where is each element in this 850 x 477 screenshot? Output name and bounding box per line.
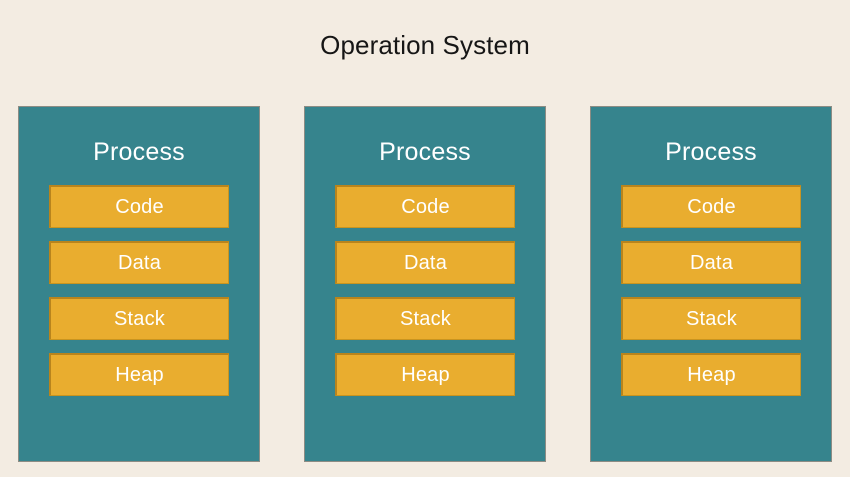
segment-stack-2: Stack — [335, 297, 515, 340]
segment-label: Code — [115, 196, 164, 218]
process-box-3: Process Code Data Stack Heap — [590, 106, 832, 462]
segment-list-2: Code Data Stack Heap — [305, 185, 545, 396]
segment-label: Data — [403, 252, 448, 274]
segment-code-2: Code — [335, 185, 515, 228]
process-box-1: Process Code Data Stack Heap — [18, 106, 260, 462]
process-title-3: Process — [665, 138, 757, 166]
segment-heap-2: Heap — [335, 353, 515, 396]
segment-label: Heap — [687, 364, 736, 386]
segment-label: Heap — [115, 364, 164, 386]
segment-heap-3: Heap — [621, 353, 801, 396]
segment-label: Code — [687, 196, 736, 218]
segment-heap-1: Heap — [49, 353, 229, 396]
process-title-2: Process — [379, 138, 471, 166]
segment-data-2: Data — [335, 241, 515, 284]
page-title: Operation System — [320, 30, 530, 60]
segment-label: Stack — [399, 308, 452, 330]
segment-data-1: Data — [49, 241, 229, 284]
segment-list-1: Code Data Stack Heap — [19, 185, 259, 396]
segment-stack-3: Stack — [621, 297, 801, 340]
process-box-2: Process Code Data Stack Heap — [304, 106, 546, 462]
segment-label: Stack — [113, 308, 166, 330]
segment-code-3: Code — [621, 185, 801, 228]
segment-list-3: Code Data Stack Heap — [591, 185, 831, 396]
process-row: Process Code Data Stack Heap Process — [18, 106, 832, 464]
segment-label: Data — [689, 252, 734, 274]
segment-label: Stack — [685, 308, 738, 330]
process-title-1: Process — [93, 138, 185, 166]
segment-label: Code — [401, 196, 450, 218]
segment-label: Heap — [401, 364, 450, 386]
segment-code-1: Code — [49, 185, 229, 228]
segment-stack-1: Stack — [49, 297, 229, 340]
segment-label: Data — [117, 252, 162, 274]
segment-data-3: Data — [621, 241, 801, 284]
